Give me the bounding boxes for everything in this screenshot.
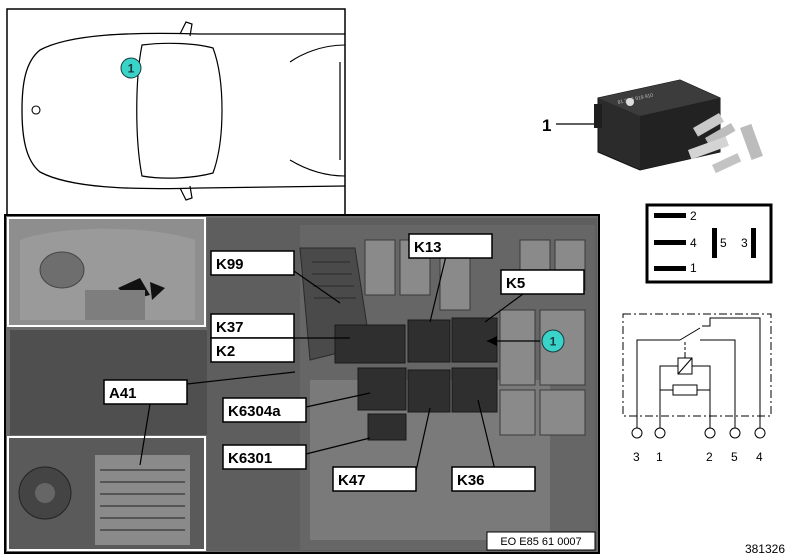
- photo-label-k6304a: K6304a: [222, 397, 307, 423]
- photo-label-k13: K13: [408, 233, 493, 259]
- photo-label-k37: K37: [210, 313, 295, 339]
- figure-number: 381326: [745, 542, 785, 556]
- leader-lines: [139, 255, 540, 472]
- svg-text:1: 1: [128, 62, 135, 76]
- part-number-label: 1: [542, 116, 551, 135]
- svg-text:K6304a: K6304a: [228, 403, 281, 420]
- svg-text:1: 1: [550, 335, 557, 349]
- svg-text:EO E85 61 0007: EO E85 61 0007: [500, 536, 581, 548]
- pin-label-5: 5: [720, 236, 727, 250]
- schematic-pin-5: 5: [731, 450, 738, 464]
- relay-component-image: 1 81 35 5 919 910: [542, 79, 763, 174]
- svg-text:K13: K13: [414, 239, 442, 256]
- relay-pinout-diagram: 2 4 1 5 3: [645, 203, 773, 284]
- photo-label-k36: K36: [451, 466, 536, 492]
- pin-label-1: 1: [690, 261, 697, 275]
- schematic-pin-1: 1: [656, 450, 663, 464]
- pin-label-3: 3: [741, 236, 748, 250]
- svg-text:A41: A41: [109, 385, 137, 402]
- svg-text:K5: K5: [506, 275, 525, 292]
- photo-label-k2: K2: [210, 337, 295, 363]
- vehicle-overview-panel: 1: [6, 8, 346, 216]
- photo-label-k99: K99: [210, 250, 295, 276]
- svg-text:K2: K2: [216, 343, 235, 360]
- installation-photo-panel: [4, 214, 600, 554]
- photo-label-k47: K47: [332, 466, 417, 492]
- svg-text:K99: K99: [216, 256, 244, 273]
- relay-callout-marker: 1: [541, 329, 565, 353]
- schematic-pin-3: 3: [633, 450, 640, 464]
- photo-label-k5: K5: [500, 269, 585, 295]
- svg-text:K37: K37: [216, 319, 244, 336]
- location-callout-marker: 1: [120, 57, 142, 79]
- relay-circuit-schematic: 3 1 2 5 4: [622, 313, 772, 464]
- svg-text:K47: K47: [338, 472, 366, 489]
- svg-text:K36: K36: [457, 472, 485, 489]
- schematic-pin-2: 2: [706, 450, 713, 464]
- pin-label-2: 2: [690, 209, 697, 223]
- photo-reference-tag: EO E85 61 0007: [486, 531, 596, 551]
- pin-label-4: 4: [690, 236, 697, 250]
- photo-label-k6301: K6301: [222, 444, 307, 470]
- schematic-pin-4: 4: [756, 450, 763, 464]
- photo-label-a41: A41: [103, 379, 188, 405]
- svg-text:K6301: K6301: [228, 450, 272, 467]
